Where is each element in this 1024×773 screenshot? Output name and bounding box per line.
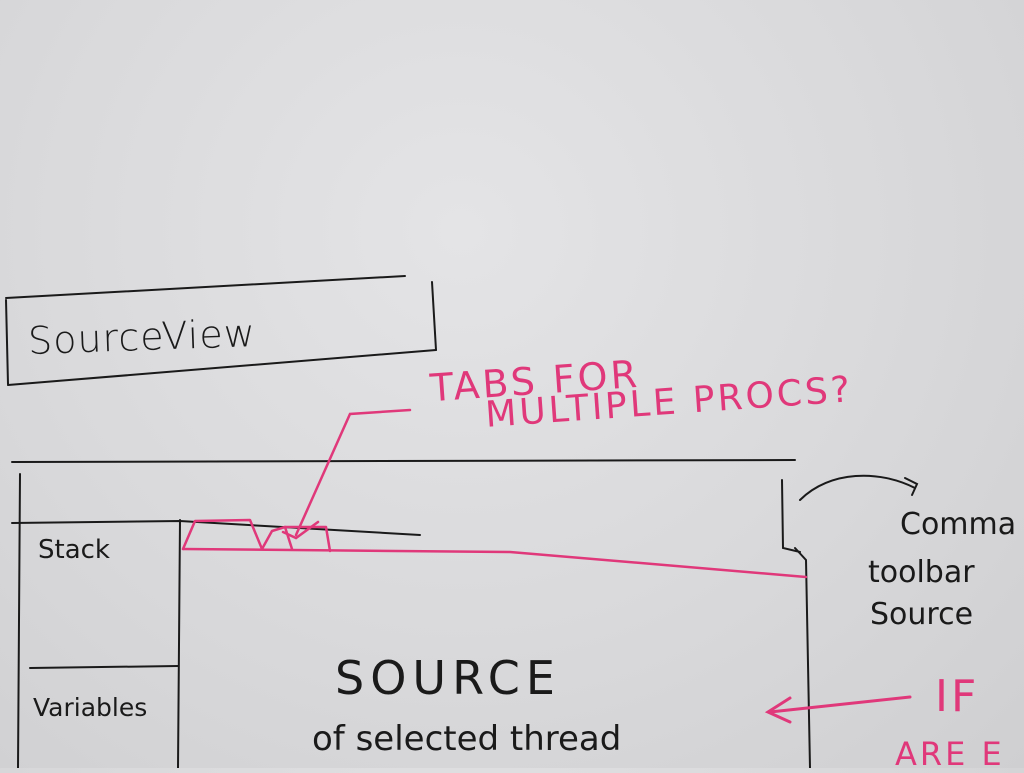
pink-note-line2: ARE E (895, 735, 1005, 773)
side-note-line2: toolbar (868, 555, 975, 590)
title-box (5, 275, 437, 386)
side-note-line1: Comma (900, 507, 1017, 542)
source-label: SOURCE (335, 651, 561, 705)
window-outline (11, 459, 811, 768)
source-subtitle: of selected thread (312, 719, 622, 759)
variables-label: Variables (33, 693, 148, 722)
toolbar-arrow (799, 474, 919, 501)
stack-label: Stack (38, 535, 110, 565)
tabs-sketch (181, 518, 808, 579)
title-text: SourceView (27, 311, 257, 363)
pink-note-line1: IF (935, 671, 980, 722)
side-note-line3: Source (870, 597, 974, 632)
if-arrow (764, 695, 912, 724)
tabs-arrow (281, 408, 412, 540)
